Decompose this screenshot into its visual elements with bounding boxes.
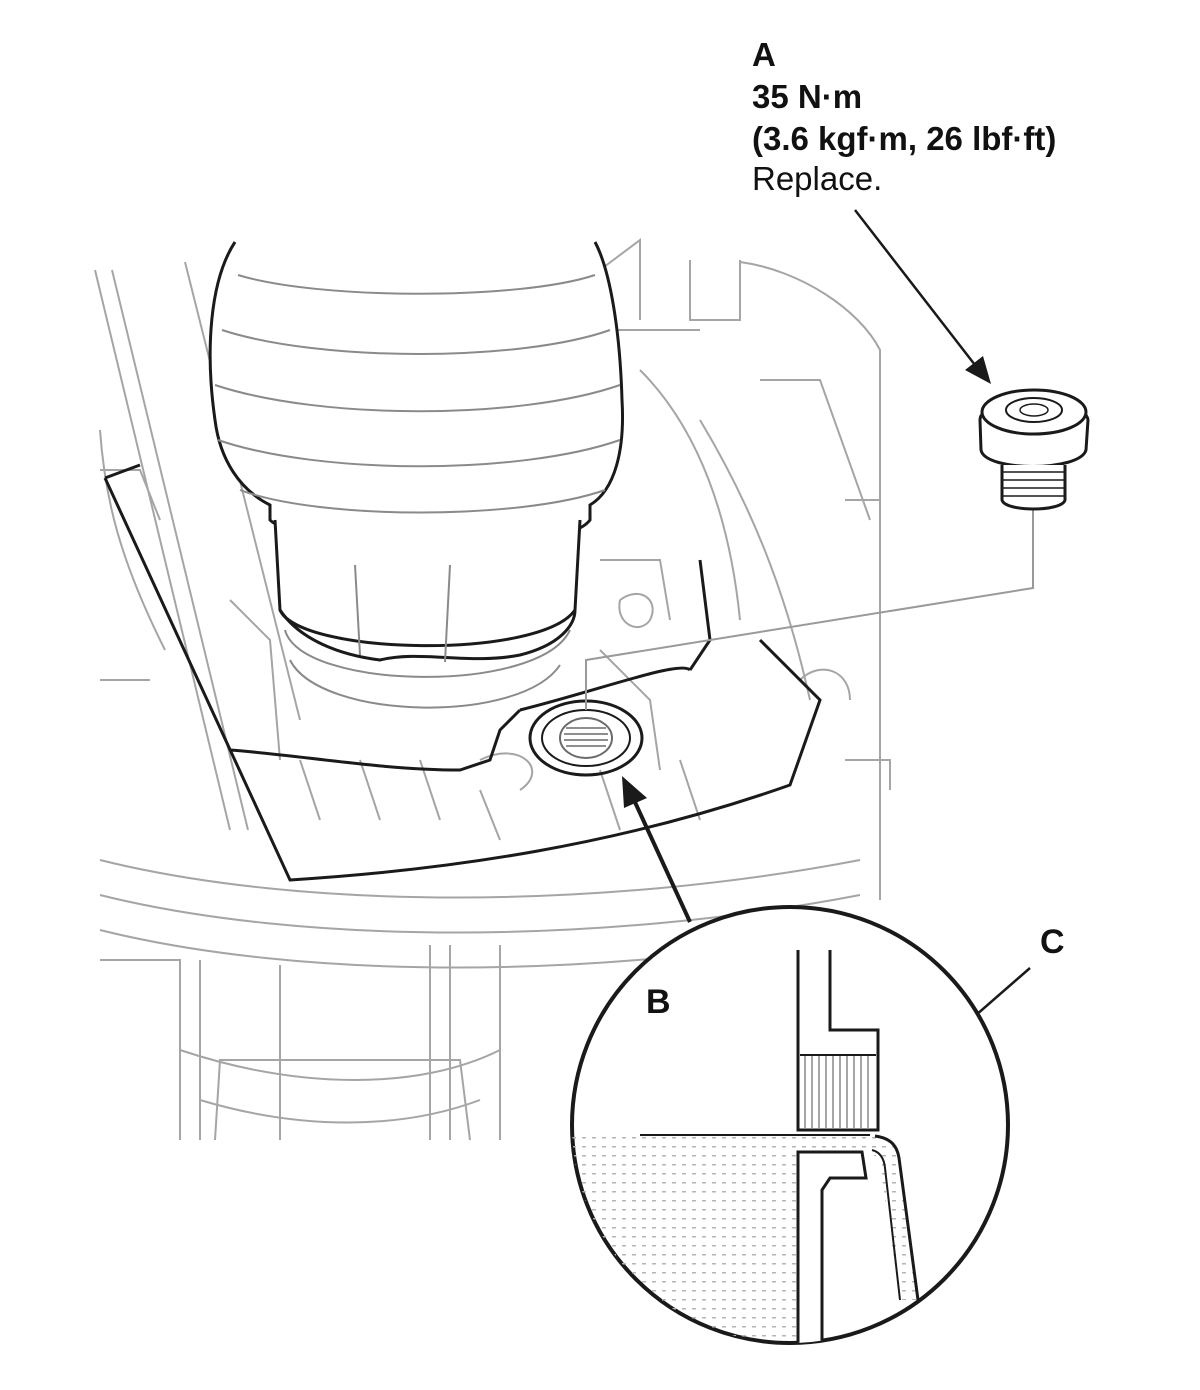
callout-c-label: C — [1040, 923, 1065, 961]
detail-view — [570, 905, 1010, 1345]
callout-a-instruction: Replace. — [752, 160, 883, 197]
cv-joint-detail — [284, 564, 571, 709]
callout-a-torque-alt: (3.6 kgf·m, 26 lbf·ft) — [752, 120, 1057, 157]
bolt-leader-line — [585, 505, 1034, 710]
arrow-to-bolt — [854, 209, 976, 366]
sealing-bolt — [978, 388, 1090, 511]
callout-a-label: A — [752, 36, 776, 73]
transmission-housing — [94, 238, 891, 1141]
fill-hole — [528, 699, 644, 777]
arrow-to-hole — [632, 799, 692, 923]
cv-joint — [273, 519, 582, 662]
callout-b-label: B — [646, 983, 671, 1021]
arrow-to-hole-head — [622, 776, 647, 808]
boot-ridges — [214, 274, 621, 514]
arrow-to-bolt-head — [965, 356, 991, 384]
callout-a-torque-nm: 35 N·m — [752, 78, 863, 115]
case-flange — [103, 463, 822, 882]
